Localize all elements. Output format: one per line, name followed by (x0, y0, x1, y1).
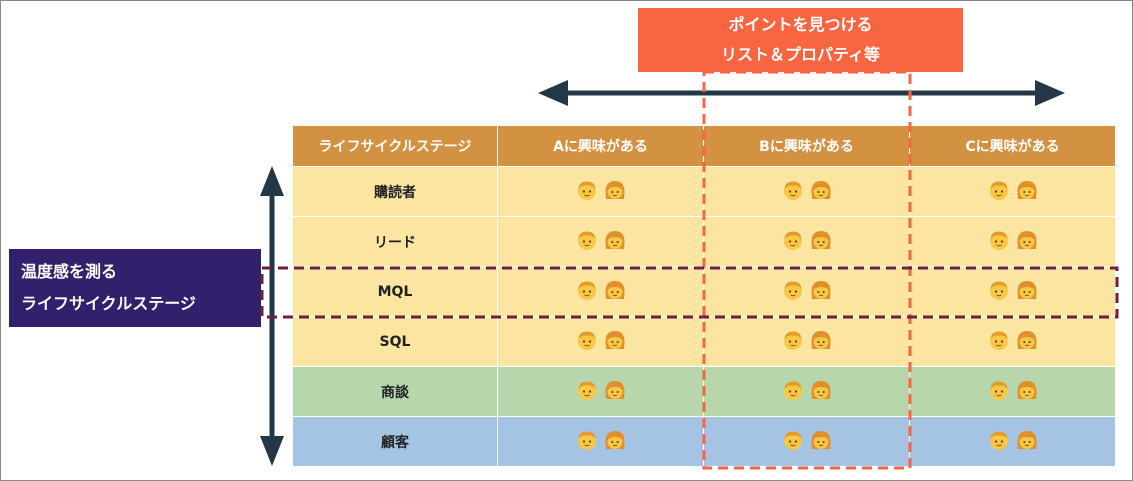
two-person-faces-icon (988, 379, 1038, 401)
stage-cell: MQL (292, 266, 498, 317)
boy-face-icon (989, 431, 1008, 450)
boy-face-icon (577, 431, 596, 450)
two-person-faces-icon (782, 179, 832, 201)
table-row: SQL (292, 316, 1116, 367)
header-stage: ライフサイクルステージ (292, 125, 498, 167)
table-header-row: ライフサイクルステージ Aに興味がある Bに興味がある Cに興味がある (292, 125, 1116, 167)
girl-face-icon (810, 380, 831, 399)
girl-face-icon (1016, 180, 1037, 199)
two-person-faces-icon (576, 379, 626, 401)
interest-cell (909, 316, 1116, 367)
girl-face-icon (604, 180, 625, 199)
boy-face-icon (783, 231, 802, 250)
interest-cell (909, 416, 1116, 467)
boy-face-icon (989, 381, 1008, 400)
boy-face-icon (783, 431, 802, 450)
interest-cell (703, 416, 910, 467)
girl-face-icon (810, 230, 831, 249)
girl-face-icon (604, 280, 625, 299)
interest-cell (497, 316, 704, 367)
lifecycle-interest-table: ライフサイクルステージ Aに興味がある Bに興味がある Cに興味がある 購読者リ… (292, 125, 1116, 467)
stage-cell: 購読者 (292, 166, 498, 217)
girl-face-icon (1016, 430, 1037, 449)
interest-cell (703, 266, 910, 317)
girl-face-icon (604, 430, 625, 449)
interest-cell (703, 366, 910, 417)
two-person-faces-icon (988, 329, 1038, 351)
table-row: MQL (292, 266, 1116, 317)
boy-face-icon (783, 281, 802, 300)
stage-cell: リード (292, 216, 498, 267)
callout-find-points-line2: リスト＆プロパティ等 (720, 45, 881, 64)
callout-lifecycle: 温度感を測る ライフサイクルステージ (9, 249, 261, 327)
table-row: 顧客 (292, 416, 1116, 467)
interest-cell (703, 216, 910, 267)
interest-cell (497, 216, 704, 267)
boy-face-icon (577, 231, 596, 250)
two-person-faces-icon (988, 229, 1038, 251)
callout-lifecycle-line1: 温度感を測る (21, 262, 118, 281)
two-person-faces-icon (576, 279, 626, 301)
boy-face-icon (989, 331, 1008, 350)
girl-face-icon (810, 280, 831, 299)
girl-face-icon (604, 230, 625, 249)
girl-face-icon (604, 330, 625, 349)
interest-cell (909, 266, 1116, 317)
two-person-faces-icon (782, 329, 832, 351)
table-row: リード (292, 216, 1116, 267)
boy-face-icon (989, 231, 1008, 250)
boy-face-icon (577, 181, 596, 200)
interest-cell (909, 366, 1116, 417)
stage-cell: 顧客 (292, 416, 498, 467)
callout-lifecycle-line2: ライフサイクルステージ (21, 294, 196, 313)
header-interest-a: Aに興味がある (497, 125, 704, 167)
interest-cell (703, 166, 910, 217)
interest-cell (497, 166, 704, 217)
interest-cell (909, 216, 1116, 267)
boy-face-icon (577, 281, 596, 300)
interest-cell (909, 166, 1116, 217)
girl-face-icon (1016, 380, 1037, 399)
two-person-faces-icon (782, 429, 832, 451)
boy-face-icon (989, 281, 1008, 300)
header-interest-b: Bに興味がある (703, 125, 910, 167)
girl-face-icon (810, 430, 831, 449)
boy-face-icon (783, 181, 802, 200)
two-person-faces-icon (576, 329, 626, 351)
girl-face-icon (810, 330, 831, 349)
table-row: 商談 (292, 366, 1116, 417)
two-person-faces-icon (576, 429, 626, 451)
two-person-faces-icon (988, 179, 1038, 201)
interest-cell (497, 366, 704, 417)
girl-face-icon (1016, 280, 1037, 299)
girl-face-icon (1016, 330, 1037, 349)
table-row: 購読者 (292, 166, 1116, 217)
interest-cell (497, 416, 704, 467)
interest-cell (497, 266, 704, 317)
callout-find-points-line1: ポイントを見つける (728, 15, 873, 34)
boy-face-icon (989, 181, 1008, 200)
boy-face-icon (577, 331, 596, 350)
two-person-faces-icon (782, 379, 832, 401)
stage-cell: 商談 (292, 366, 498, 417)
interest-cell (703, 316, 910, 367)
boy-face-icon (577, 381, 596, 400)
stage-cell: SQL (292, 316, 498, 367)
girl-face-icon (810, 180, 831, 199)
boy-face-icon (783, 381, 802, 400)
header-interest-c: Cに興味がある (909, 125, 1116, 167)
callout-find-points: ポイントを見つける リスト＆プロパティ等 (638, 8, 963, 72)
girl-face-icon (604, 380, 625, 399)
two-person-faces-icon (782, 229, 832, 251)
boy-face-icon (783, 331, 802, 350)
two-person-faces-icon (576, 229, 626, 251)
girl-face-icon (1016, 230, 1037, 249)
two-person-faces-icon (782, 279, 832, 301)
two-person-faces-icon (988, 429, 1038, 451)
two-person-faces-icon (988, 279, 1038, 301)
two-person-faces-icon (576, 179, 626, 201)
